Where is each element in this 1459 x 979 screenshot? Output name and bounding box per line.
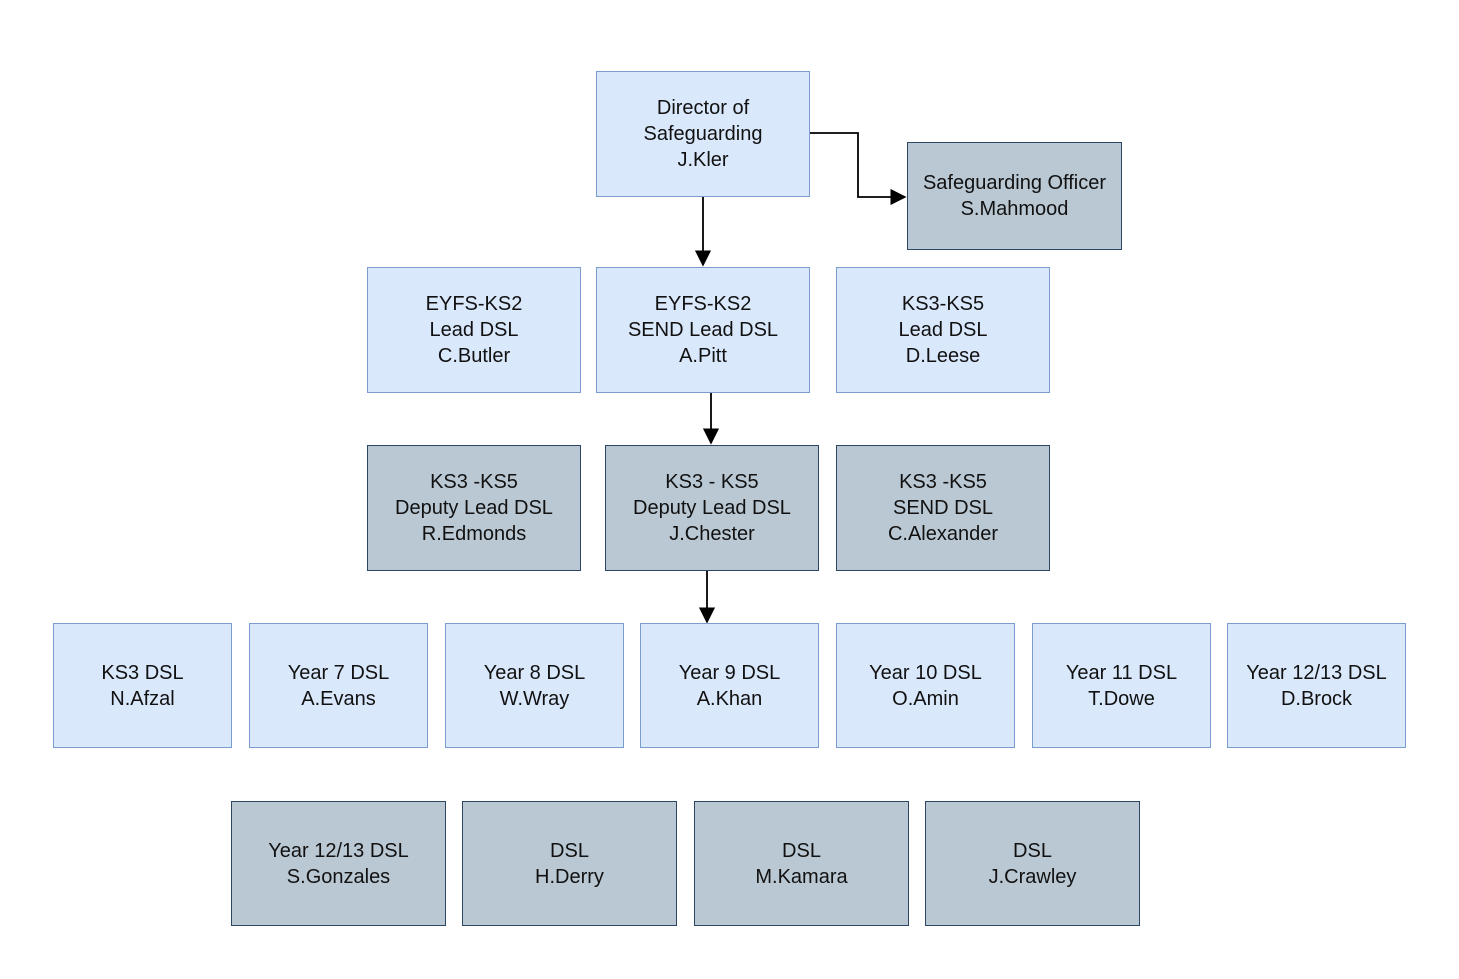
node-line: Year 11 DSL [1065,661,1178,684]
node-line: Year 12/13 DSL [268,839,409,862]
node-line: KS3 -KS5 [899,471,987,493]
node-line: Lead DSL [429,319,519,341]
node-line: D.Brock [1280,687,1353,710]
node-eyfs-ks2-send-lead-dsl: EYFS-KS2 SEND Lead DSL A.Pitt [596,267,810,393]
node-director-of-safeguarding: Director of Safeguarding J.Kler [596,71,810,197]
node-line: KS3 - KS5 [665,471,759,493]
node-safeguarding-officer: Safeguarding Officer S.Mahmood [907,142,1122,250]
node-year10-dsl: Year 10 DSL O.Amin [836,623,1015,748]
connector-director-to-safeguarding-officer [810,132,907,206]
node-line: M.Kamara [755,865,848,888]
node-eyfs-ks2-lead-dsl: EYFS-KS2 Lead DSL C.Butler [367,267,581,393]
node-line: DSL [550,839,589,862]
node-ks3-ks5-deputy-lead-edmonds: KS3 -KS5 Deputy Lead DSL R.Edmonds [367,445,581,571]
node-line: Year 7 DSL [287,661,390,684]
node-line: C.Alexander [887,523,999,545]
node-line: Deputy Lead DSL [395,497,553,519]
node-line: A.Evans [301,687,376,710]
node-line: J.Crawley [988,865,1077,888]
node-line: J.Chester [669,523,755,545]
node-line: C.Butler [437,345,511,367]
node-line: KS3 -KS5 [430,471,518,493]
node-line: T.Dowe [1088,687,1155,710]
node-line: SEND Lead DSL [627,319,779,341]
node-line: H.Derry [535,865,604,888]
node-line: A.Khan [696,687,763,710]
node-line: R.Edmonds [421,523,527,545]
node-line: J.Kler [677,149,729,171]
node-line: Year 10 DSL [869,661,982,684]
node-line: Safeguarding Officer [922,172,1107,194]
node-line: KS3 DSL [101,661,184,684]
node-line: KS3-KS5 [901,293,985,315]
node-line: Director of [656,97,750,119]
node-year9-dsl: Year 9 DSL A.Khan [640,623,819,748]
node-line: O.Amin [892,687,959,710]
node-line: Year 12/13 DSL [1246,661,1387,684]
node-line: S.Mahmood [960,198,1069,220]
node-line: A.Pitt [679,345,727,367]
node-line: W.Wray [499,687,570,710]
node-ks3-ks5-lead-dsl: KS3-KS5 Lead DSL D.Leese [836,267,1050,393]
node-line: Year 9 DSL [678,661,781,684]
node-line: N.Afzal [110,687,175,710]
node-ks3-ks5-deputy-lead-chester: KS3 - KS5 Deputy Lead DSL J.Chester [605,445,819,571]
node-year1213-dsl-gonzales: Year 12/13 DSL S.Gonzales [231,801,446,926]
node-line: DSL [1013,839,1052,862]
node-year1213-dsl-brock: Year 12/13 DSL D.Brock [1227,623,1406,748]
node-line: Deputy Lead DSL [633,497,791,519]
node-line: Year 8 DSL [483,661,586,684]
node-line: Safeguarding [643,123,763,145]
node-line: SEND DSL [892,497,994,519]
node-year8-dsl: Year 8 DSL W.Wray [445,623,624,748]
node-line: DSL [782,839,821,862]
node-line: S.Gonzales [286,865,391,888]
node-dsl-derry: DSL H.Derry [462,801,677,926]
node-year7-dsl: Year 7 DSL A.Evans [249,623,428,748]
node-line: Lead DSL [898,319,988,341]
node-line: EYFS-KS2 [654,293,752,315]
node-dsl-kamara: DSL M.Kamara [694,801,909,926]
node-dsl-crawley: DSL J.Crawley [925,801,1140,926]
node-ks3-dsl: KS3 DSL N.Afzal [53,623,232,748]
node-line: EYFS-KS2 [425,293,523,315]
node-line: D.Leese [905,345,981,367]
node-year11-dsl: Year 11 DSL T.Dowe [1032,623,1211,748]
node-ks3-ks5-send-dsl: KS3 -KS5 SEND DSL C.Alexander [836,445,1050,571]
